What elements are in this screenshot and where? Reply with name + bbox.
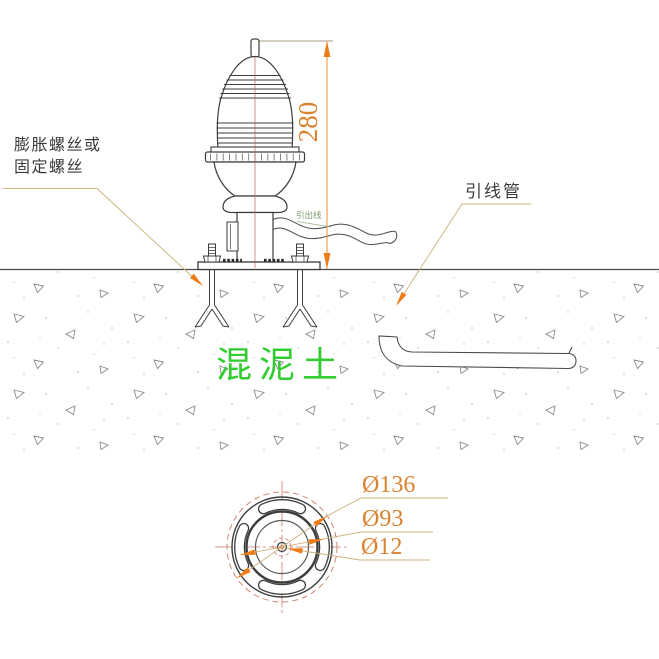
wire-label-leader	[296, 221, 332, 228]
dimension-center-hole-diameter: Ø12	[361, 534, 403, 560]
label-anchor-screw-line2: 固定螺丝	[14, 159, 85, 176]
diameter-leaders	[236, 497, 448, 579]
mounting-plate	[197, 261, 321, 271]
center-dashed-circle	[272, 537, 292, 557]
power-cable	[272, 217, 398, 246]
anchor-rod-right	[282, 269, 318, 328]
anchor-bolt-right	[290, 243, 310, 263]
label-concrete: 混泥土	[216, 345, 346, 385]
label-outlet-wire: 引出线	[296, 210, 322, 220]
arrow-icon	[190, 273, 203, 286]
label-anchor-screw-line1: 膨胀螺丝或	[14, 137, 102, 154]
inner-ring	[245, 510, 319, 584]
arrow-icon	[396, 291, 407, 306]
height-dimension	[259, 40, 333, 269]
lightning-rod	[250, 38, 260, 58]
anchor-bolt-left	[202, 243, 222, 263]
dimension-height-280: 280	[293, 101, 323, 143]
label-conduit: 引线管	[465, 182, 522, 201]
outer-dashed-circle	[226, 491, 338, 603]
dimension-bolt-circle-diameter: Ø93	[362, 506, 404, 532]
conduit-pipe	[378, 335, 577, 370]
arrow-down-icon	[323, 253, 331, 269]
diameter-arrows	[236, 515, 328, 579]
conduit-leader	[396, 203, 531, 306]
center-hole	[276, 541, 288, 553]
beacon-side-view	[194, 38, 398, 328]
junction-box	[226, 221, 239, 252]
anchor-screw-leader	[3, 188, 203, 286]
hub-circle	[254, 519, 310, 575]
anchor-rod-left	[194, 269, 230, 328]
flange-bottom-view	[215, 481, 448, 613]
arrow-up-icon	[323, 41, 331, 57]
dimension-outer-diameter: Ø136	[362, 472, 416, 498]
flange-outline	[231, 496, 333, 598]
